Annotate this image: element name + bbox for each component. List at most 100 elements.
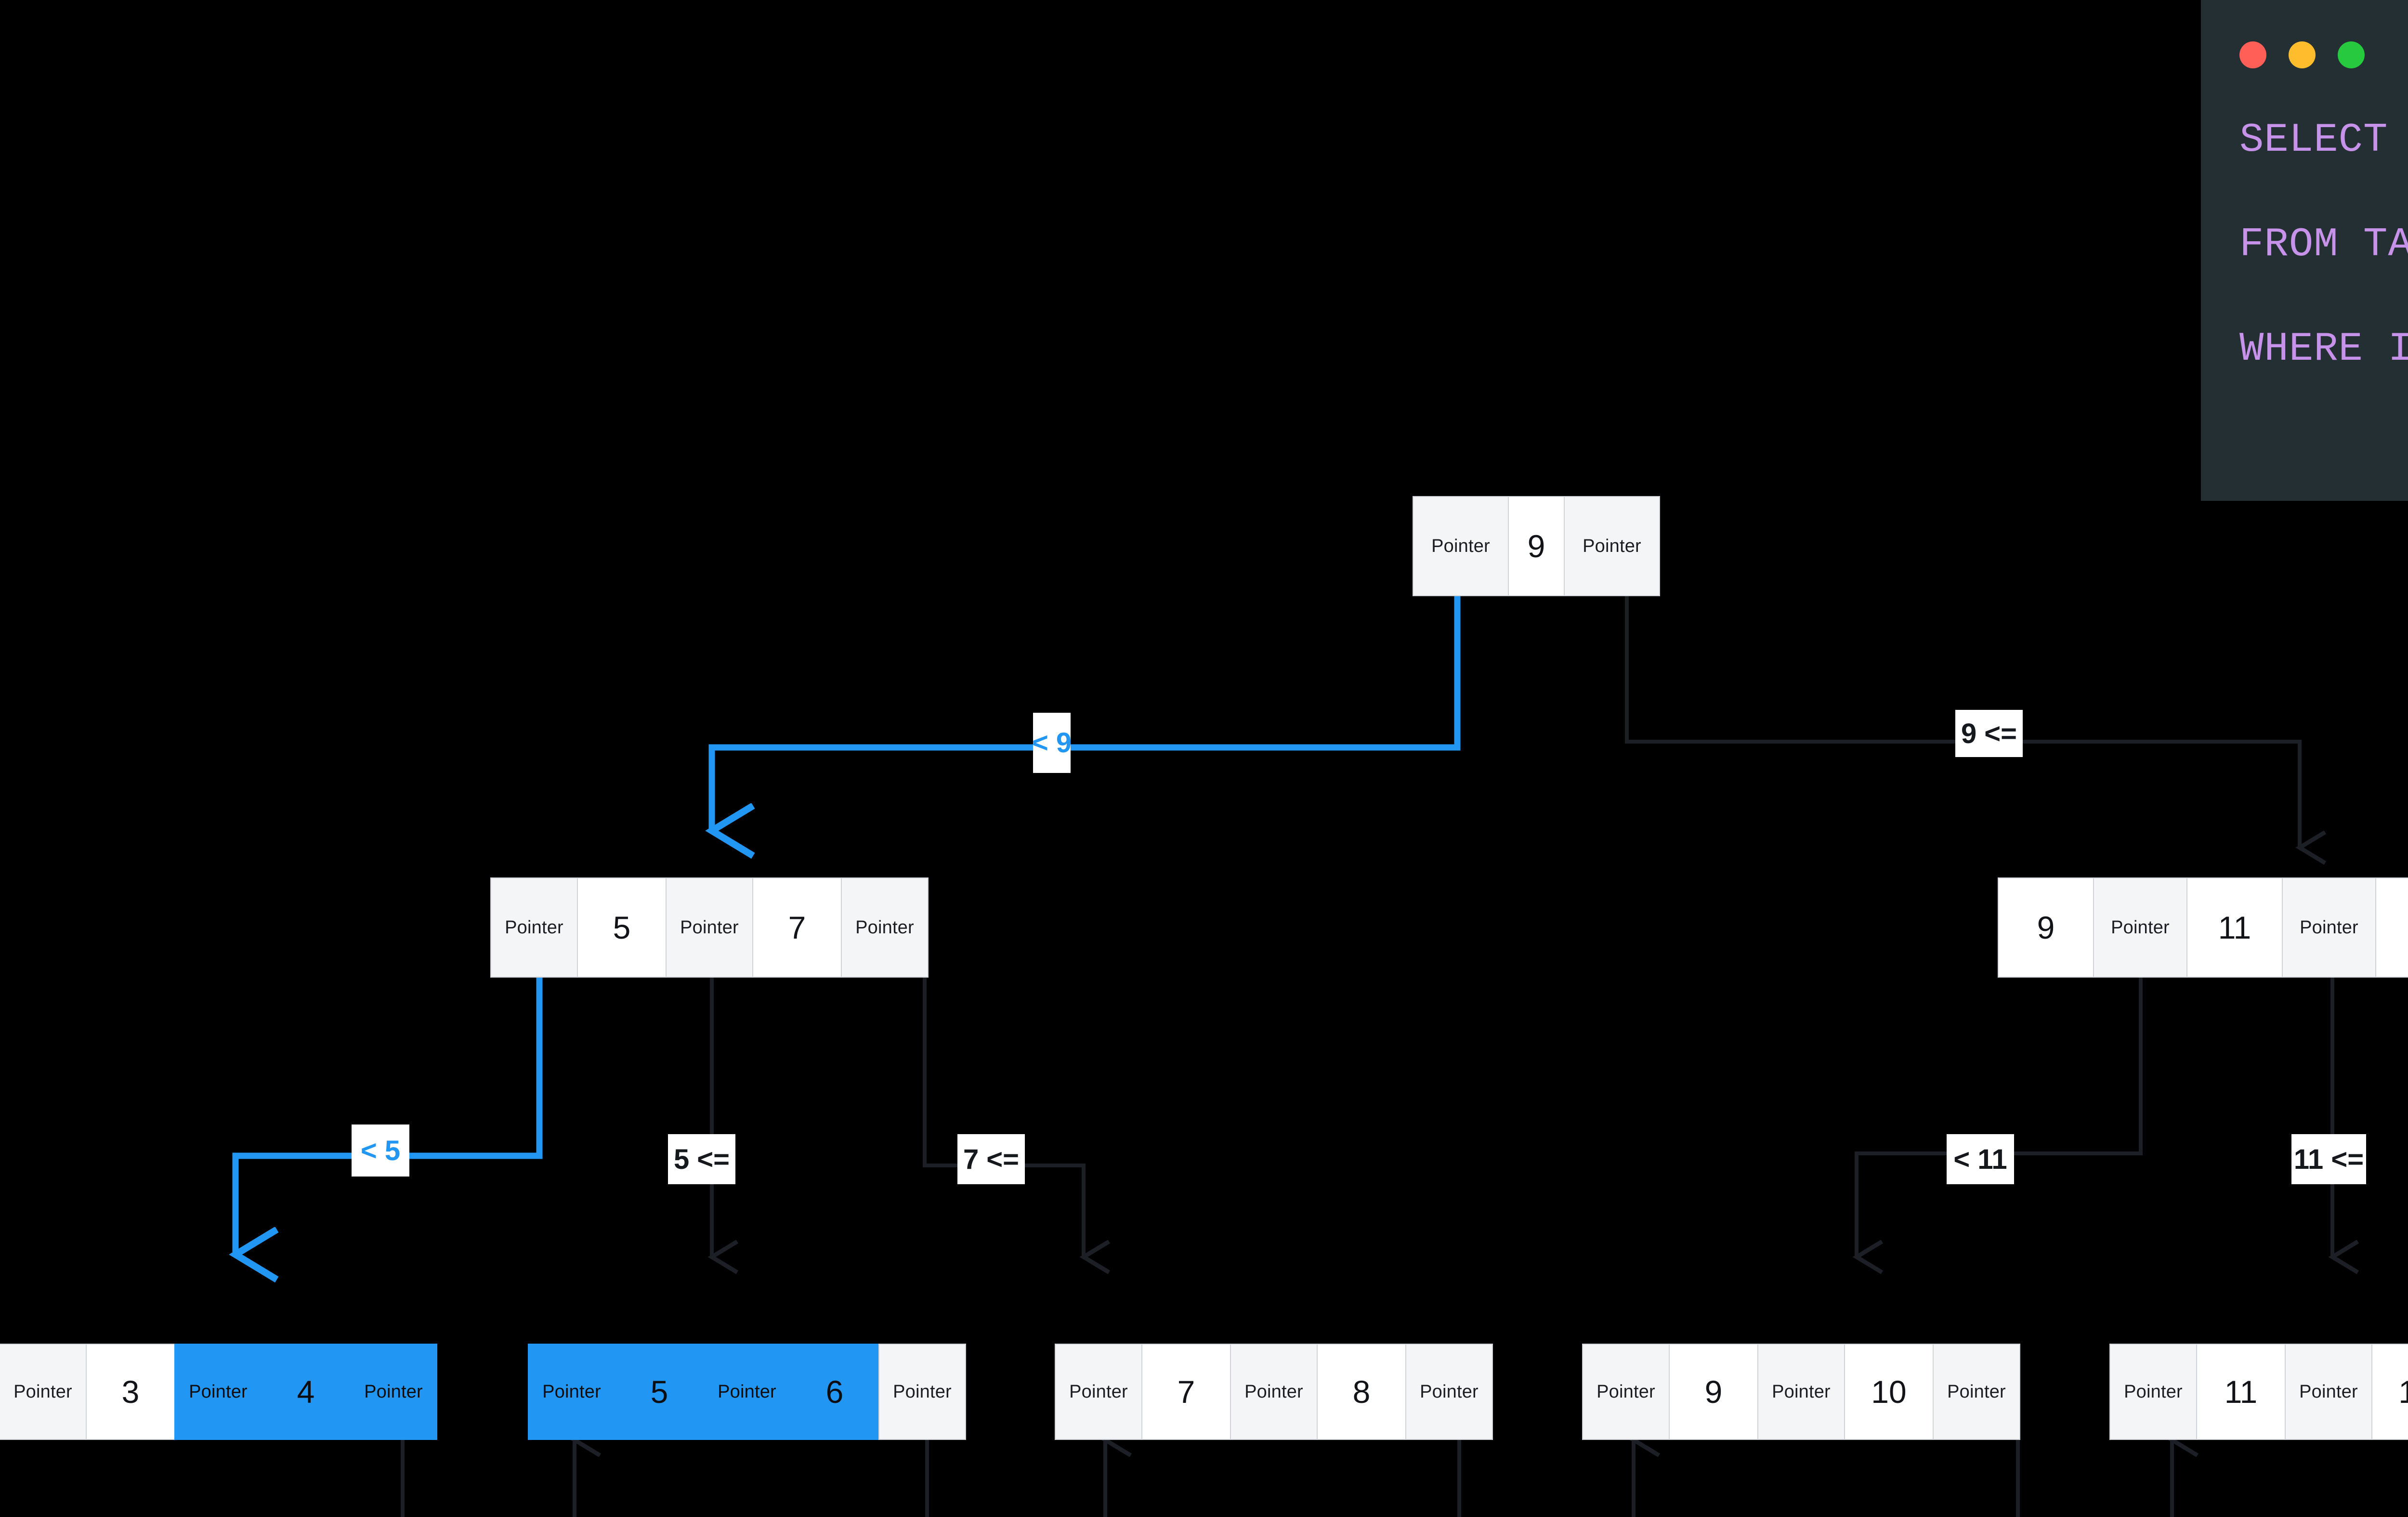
close-icon[interactable] <box>2239 41 2266 68</box>
pointer-label: Pointer <box>1947 1381 2006 1402</box>
key-cell[interactable]: 13 <box>2375 877 2408 978</box>
pointer-cell[interactable]: Pointer <box>703 1344 791 1440</box>
pointer-label: Pointer <box>505 917 563 938</box>
key-value: 13 <box>2406 909 2408 946</box>
key-cell[interactable]: 10 <box>1844 1344 1934 1440</box>
edge-right-to-leaf910 <box>1857 978 2143 1257</box>
pointer-cell[interactable]: Pointer <box>2109 1344 2197 1440</box>
pointer-cell[interactable]: Pointer <box>1405 1344 1493 1440</box>
leaf-node-11-12[interactable]: Pointer11Pointer12Pointer <box>2109 1344 2408 1440</box>
pointer-label: Pointer <box>189 1381 248 1402</box>
key-cell[interactable]: 4 <box>261 1344 351 1440</box>
edge-label-ge-9: 9 <= <box>1955 710 2023 757</box>
pointer-label: Pointer <box>680 917 739 938</box>
key-cell[interactable]: 9 <box>1998 877 2094 978</box>
key-cell[interactable]: 5 <box>615 1344 704 1440</box>
pointer-label: Pointer <box>1597 1381 1655 1402</box>
pointer-cell[interactable]: Pointer <box>350 1344 437 1440</box>
key-value: 3 <box>121 1374 140 1410</box>
pointer-cell[interactable]: Pointer <box>1413 496 1509 596</box>
pointer-cell[interactable]: Pointer <box>2282 877 2376 978</box>
key-cell[interactable]: 9 <box>1669 1344 1758 1440</box>
pointer-label: Pointer <box>1583 536 1641 556</box>
key-cell[interactable]: 8 <box>1317 1344 1406 1440</box>
pointer-label: Pointer <box>2124 1381 2183 1402</box>
key-value: 10 <box>1871 1374 1907 1410</box>
pointer-cell[interactable]: Pointer <box>1757 1344 1845 1440</box>
pointer-label: Pointer <box>1420 1381 1479 1402</box>
key-cell[interactable]: 3 <box>86 1344 175 1440</box>
pointer-label: Pointer <box>364 1381 423 1402</box>
pointer-label: Pointer <box>1069 1381 1128 1402</box>
edge-root-to-left <box>712 596 1461 831</box>
edge-label-lt-11: < 11 <box>1947 1134 2014 1184</box>
sql-editor-window: SELECT * FROM TABLE WHERE INDEX BETWEEN … <box>2201 0 2408 501</box>
key-cell[interactable]: 11 <box>2196 1344 2286 1440</box>
key-value: 9 <box>1704 1374 1723 1410</box>
key-value: 9 <box>1527 528 1545 564</box>
leaf-node-5-6[interactable]: Pointer 5 Pointer 6 Pointer <box>528 1344 966 1440</box>
key-value: 7 <box>788 910 806 945</box>
edge-label-ge-7: 7 <= <box>957 1134 1025 1184</box>
minimize-icon[interactable] <box>2289 41 2316 68</box>
pointer-cell[interactable]: Pointer <box>666 877 753 978</box>
pointer-cell[interactable]: Pointer <box>0 1344 87 1440</box>
key-cell[interactable]: 7 <box>752 877 842 978</box>
key-cell[interactable]: 11 <box>2186 877 2283 978</box>
pointer-label: Pointer <box>1772 1381 1831 1402</box>
key-value: 5 <box>650 1374 668 1410</box>
key-value: 6 <box>825 1374 844 1410</box>
key-cell[interactable]: 7 <box>1141 1344 1231 1440</box>
key-cell[interactable]: 9 <box>1508 496 1565 596</box>
sql-keyword-from: FROM TABLE <box>2239 222 2408 268</box>
sql-line-where: WHERE INDEX BETWEEN 4 AND 6 <box>2239 329 2408 370</box>
key-value: 8 <box>1352 1374 1371 1410</box>
edge-label-lt-5: < 5 <box>352 1125 409 1177</box>
leaf-node-7-8[interactable]: Pointer 7 Pointer 8 Pointer <box>1055 1344 1493 1440</box>
pointer-label: Pointer <box>2300 917 2358 938</box>
leaf-node-9-10[interactable]: Pointer 9 Pointer 10 Pointer <box>1582 1344 2020 1440</box>
edge-left-to-leaf34 <box>236 978 543 1255</box>
pointer-cell[interactable]: Pointer <box>1055 1344 1142 1440</box>
root-node[interactable]: Pointer 9 Pointer <box>1413 496 1660 596</box>
internal-node-right[interactable]: 9Pointer11Pointer13Pointer <box>1998 877 2408 978</box>
pointer-label: Pointer <box>542 1381 601 1402</box>
pointer-cell[interactable]: Pointer <box>2285 1344 2372 1440</box>
key-value: 12 <box>2398 1374 2408 1410</box>
pointer-label: Pointer <box>1244 1381 1303 1402</box>
pointer-cell[interactable]: Pointer <box>1564 496 1660 596</box>
pointer-cell[interactable]: Pointer <box>174 1344 262 1440</box>
pointer-label: Pointer <box>718 1381 776 1402</box>
pointer-cell[interactable]: Pointer <box>1933 1344 2020 1440</box>
pointer-cell[interactable]: Pointer <box>528 1344 615 1440</box>
sql-line-from: FROM TABLE <box>2239 225 2408 265</box>
pointer-cell[interactable]: Pointer <box>490 877 578 978</box>
window-traffic-lights <box>2239 41 2408 68</box>
key-value: 11 <box>2218 910 2251 945</box>
pointer-label: Pointer <box>2299 1381 2358 1402</box>
pointer-label: Pointer <box>893 1381 952 1402</box>
key-value: 11 <box>2224 1374 2258 1410</box>
edge-left-to-leaf78 <box>923 978 1084 1257</box>
key-cell[interactable]: 6 <box>790 1344 879 1440</box>
internal-node-left[interactable]: Pointer 5 Pointer 7 Pointer <box>490 877 929 978</box>
edge-label-ge-5: 5 <= <box>668 1134 735 1184</box>
pointer-cell[interactable]: Pointer <box>2093 877 2187 978</box>
maximize-icon[interactable] <box>2338 41 2365 68</box>
edge-label-ge-11: 11 <= <box>2291 1134 2366 1184</box>
pointer-cell[interactable]: Pointer <box>1230 1344 1318 1440</box>
edge-label-lt-9: < 9 <box>1032 713 1072 773</box>
key-value: 9 <box>2037 910 2055 945</box>
pointer-label: Pointer <box>2111 917 2170 938</box>
key-value: 4 <box>297 1374 315 1410</box>
key-cell[interactable]: 5 <box>577 877 667 978</box>
key-cell[interactable]: 12 <box>2371 1344 2408 1440</box>
pointer-cell[interactable]: Pointer <box>1582 1344 1670 1440</box>
pointer-cell[interactable]: Pointer <box>878 1344 966 1440</box>
sql-keyword-select: SELECT <box>2239 118 2388 163</box>
pointer-label: Pointer <box>855 917 914 938</box>
leaf-node-3-4[interactable]: Pointer 3 Pointer 4 Pointer <box>0 1344 437 1440</box>
sql-line-select: SELECT * <box>2239 120 2408 161</box>
pointer-cell[interactable]: Pointer <box>841 877 929 978</box>
key-value: 5 <box>613 910 631 945</box>
